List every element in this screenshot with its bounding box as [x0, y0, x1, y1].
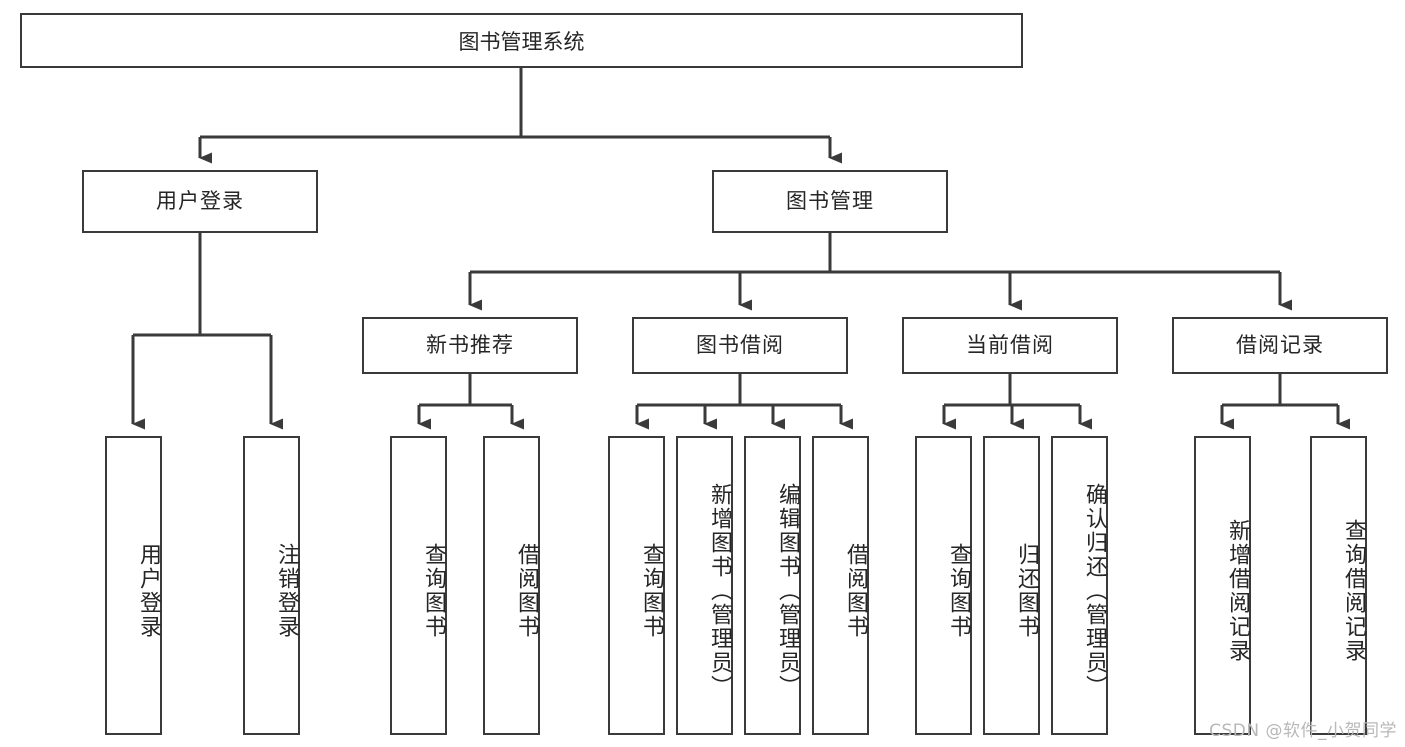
- node-label: 查询图书: [421, 542, 446, 639]
- node-label: 编辑图书（管理员）: [775, 482, 800, 699]
- leaf-new-book-query-book[interactable]: 查询图书: [390, 436, 447, 735]
- node-label: 借阅图书: [514, 542, 539, 639]
- node-book-borrow[interactable]: 图书借阅: [632, 317, 848, 374]
- node-label: 当前借阅: [966, 332, 1054, 357]
- node-book-management[interactable]: 图书管理: [712, 170, 948, 233]
- node-label: 新增图书（管理员）: [707, 482, 732, 699]
- node-label: 用户登录: [156, 188, 244, 213]
- leaf-record-add-borrow-record[interactable]: 新增借阅记录: [1194, 436, 1251, 735]
- node-label: 查询图书: [639, 542, 664, 639]
- leaf-new-book-borrow-book[interactable]: 借阅图书: [483, 436, 540, 735]
- leaf-borrow-borrow-book[interactable]: 借阅图书: [812, 436, 869, 735]
- leaf-current-confirm-return-admin[interactable]: 确认归还（管理员）: [1051, 436, 1108, 735]
- leaf-user-login-logout[interactable]: 注销登录: [243, 436, 300, 735]
- node-label: 归还图书: [1014, 542, 1039, 639]
- csdn-watermark: CSDN @软件_小贺同学: [1209, 721, 1397, 741]
- node-root-book-management-system[interactable]: 图书管理系统: [20, 13, 1023, 68]
- leaf-record-query-borrow-record[interactable]: 查询借阅记录: [1310, 436, 1367, 735]
- node-label: 图书管理: [786, 188, 874, 213]
- node-label: 查询图书: [946, 542, 971, 639]
- leaf-current-return-book[interactable]: 归还图书: [983, 436, 1040, 735]
- node-label: 用户登录: [136, 542, 161, 639]
- node-current-borrow[interactable]: 当前借阅: [902, 317, 1118, 374]
- node-label: 借阅图书: [843, 542, 868, 639]
- node-user-login[interactable]: 用户登录: [82, 170, 318, 233]
- node-label: 借阅记录: [1236, 332, 1324, 357]
- node-label: 图书管理系统: [458, 29, 585, 54]
- node-label: 新书推荐: [426, 332, 514, 357]
- node-label: 注销登录: [274, 542, 299, 639]
- node-label: 查询借阅记录: [1341, 518, 1366, 663]
- node-new-book-recommend[interactable]: 新书推荐: [362, 317, 578, 374]
- leaf-borrow-query-book[interactable]: 查询图书: [608, 436, 665, 735]
- node-label: 图书借阅: [696, 332, 784, 357]
- leaf-current-query-book[interactable]: 查询图书: [915, 436, 972, 735]
- node-label: 确认归还（管理员）: [1082, 482, 1107, 699]
- leaf-borrow-add-book-admin[interactable]: 新增图书（管理员）: [676, 436, 733, 735]
- leaf-user-login-login[interactable]: 用户登录: [105, 436, 162, 735]
- leaf-borrow-edit-book-admin[interactable]: 编辑图书（管理员）: [744, 436, 801, 735]
- node-label: 新增借阅记录: [1225, 518, 1250, 663]
- node-borrow-record[interactable]: 借阅记录: [1172, 317, 1388, 374]
